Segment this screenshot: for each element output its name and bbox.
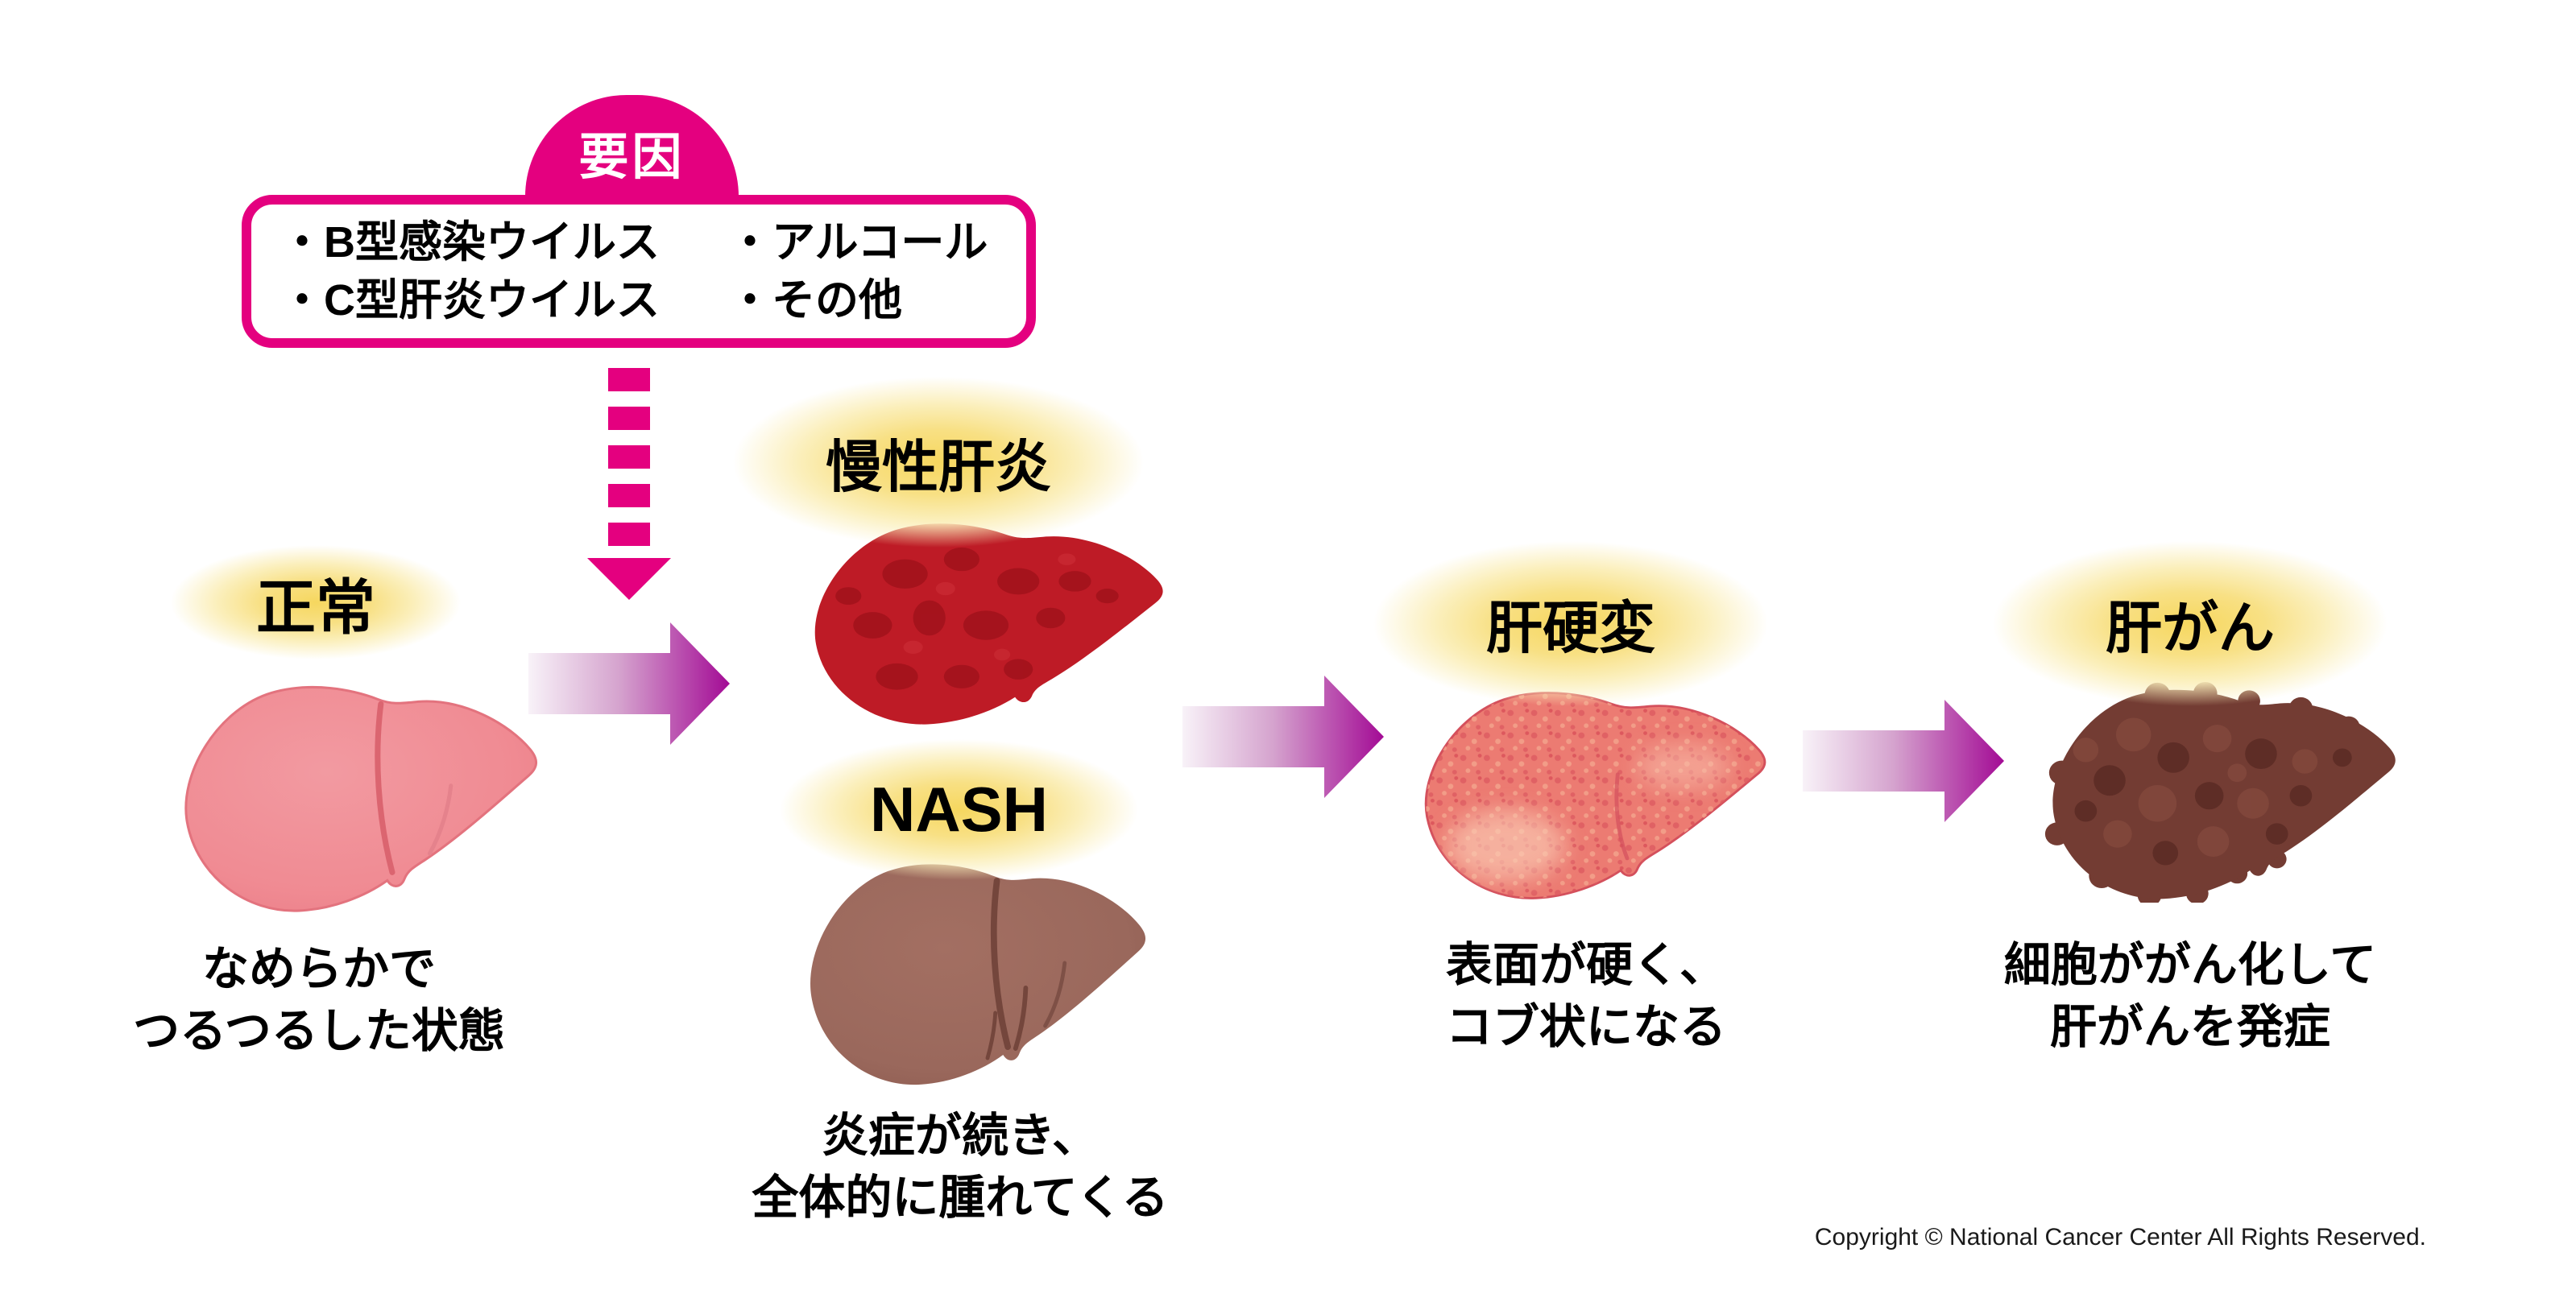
factor-item-alcohol: ・アルコール	[728, 218, 988, 267]
liver-cirrhosis-illustration	[1424, 692, 1766, 899]
caption-line: 細胞ががん化して	[2003, 939, 2377, 991]
stage-label-cirrhosis: 肝硬変	[1373, 541, 1768, 706]
factor-bubble-dome: 要因	[525, 95, 739, 196]
caption-nash: 炎症が続き、 全体的に腫れてくる	[694, 1105, 1226, 1229]
stage-label-chronic-hepatitis: 慢性肝炎	[733, 377, 1144, 548]
stage-label-text: 肝硬変	[1486, 597, 1655, 659]
stage-label-nash: NASH	[780, 739, 1138, 880]
stage-label-text: NASH	[869, 774, 1048, 845]
caption-line: コブ状になる	[1445, 1001, 1726, 1054]
caption-line: 肝がんを発症	[2049, 1001, 2330, 1054]
factor-item-hcv: ・C型肝炎ウイルス	[280, 276, 660, 324]
factor-list-box: ・B型感染ウイルス ・アルコール ・C型肝炎ウイルス ・その他	[242, 195, 1036, 348]
stage-label-text: 肝がん	[2106, 597, 2275, 659]
copyright-notice: Copyright © National Cancer Center All R…	[1814, 1224, 2426, 1250]
caption-normal: なめらかで つるつるした状態	[75, 938, 563, 1062]
caption-line: 炎症が続き、	[822, 1110, 1099, 1162]
factor-item-hbv: ・B型感染ウイルス	[280, 218, 660, 267]
caption-line: 全体的に腫れてくる	[752, 1172, 1169, 1225]
caption-cirrhosis: 表面が硬く、 コブ状になる	[1342, 934, 1830, 1058]
stage-label-text: 慢性肝炎	[826, 435, 1051, 498]
stage-label-text: 正常	[256, 573, 375, 641]
liver-cancer-illustration	[2044, 681, 2396, 903]
factor-row: ・C型肝炎ウイルス ・その他	[280, 279, 1026, 322]
flow-arrow-right-icon	[528, 622, 730, 745]
caption-line: なめらかで	[201, 943, 436, 995]
factor-bubble-title: 要因	[578, 130, 685, 185]
factor-row: ・B型感染ウイルス ・アルコール	[280, 221, 1026, 264]
flow-arrow-right-icon	[1803, 700, 2004, 822]
liver-normal-illustration	[184, 686, 538, 912]
factor-item-other: ・その他	[728, 276, 902, 324]
factor-arrow-down-icon	[587, 368, 671, 600]
caption-line: 表面が硬く、	[1445, 939, 1726, 991]
caption-liver-cancer: 細胞ががん化して 肝がんを発症	[1946, 934, 2434, 1058]
stage-label-normal: 正常	[171, 545, 461, 659]
liver-chronic-hepatitis-illustration	[814, 523, 1163, 725]
stage-label-liver-cancer: 肝がん	[1993, 541, 2388, 706]
caption-line: つるつるした状態	[133, 1005, 505, 1058]
flow-arrow-right-icon	[1182, 676, 1384, 798]
liver-nash-illustration	[810, 864, 1146, 1085]
